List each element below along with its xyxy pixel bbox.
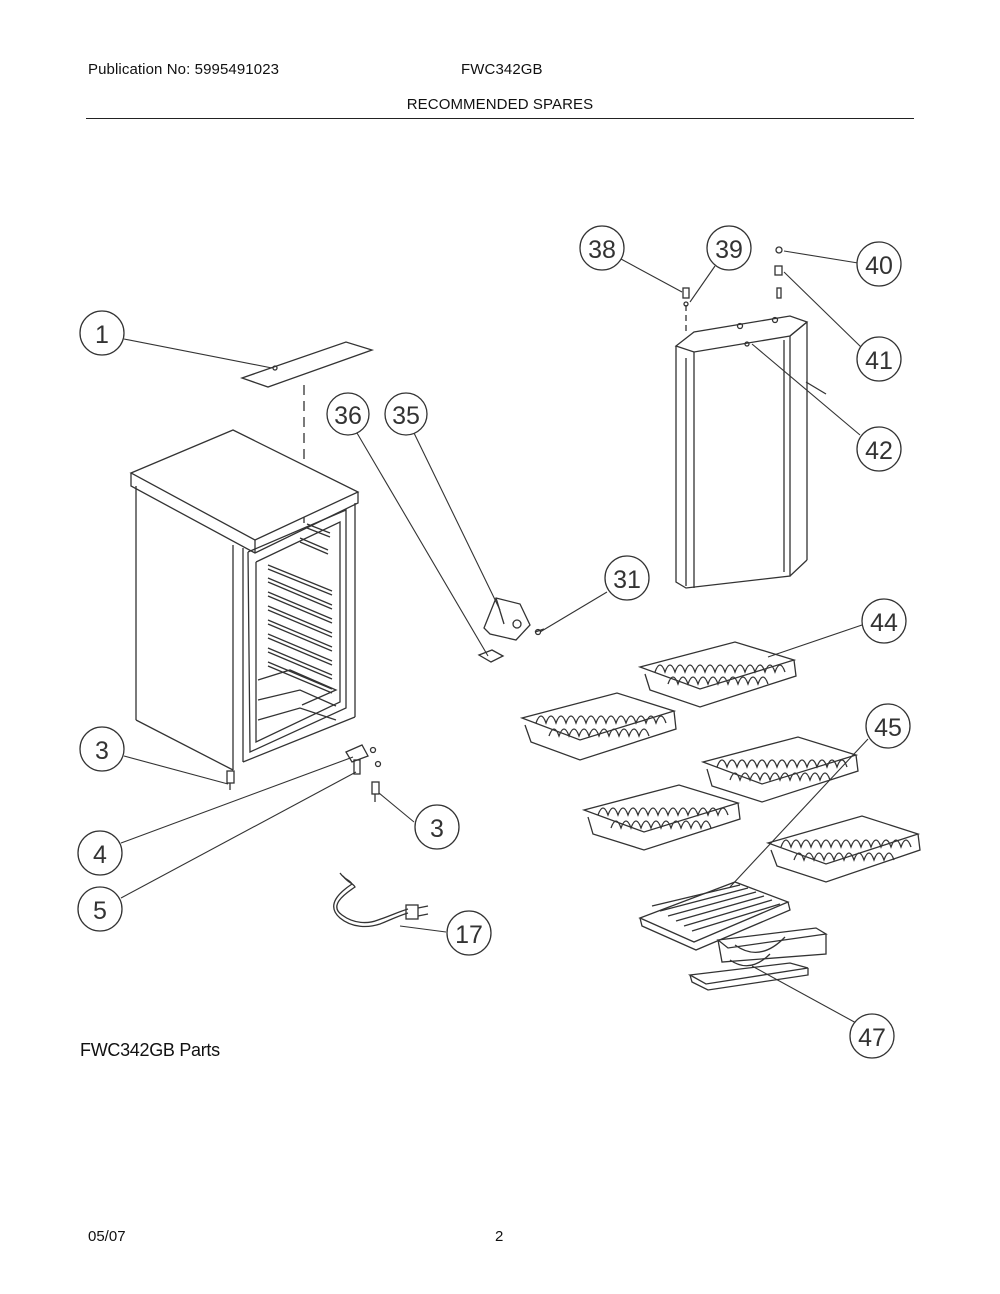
callout-42: 42 (856, 426, 902, 472)
section-title: RECOMMENDED SPARES (406, 96, 594, 113)
callout-17: 17 (446, 910, 492, 956)
svg-text:39: 39 (715, 236, 743, 264)
svg-text:47: 47 (858, 1024, 886, 1052)
svg-text:3: 3 (95, 737, 109, 765)
svg-text:4: 4 (93, 841, 107, 869)
callout-38: 38 (579, 225, 625, 271)
leader-lines (120, 250, 869, 1025)
top-trim-strip (240, 341, 375, 388)
wine-rack-3 (700, 736, 859, 803)
callout-4: 4 (77, 830, 123, 876)
callout-39: 39 (706, 225, 752, 271)
callout-40: 40 (856, 241, 902, 287)
callout-5: 5 (77, 886, 123, 932)
callout-45: 45 (865, 703, 911, 749)
svg-text:38: 38 (588, 236, 616, 264)
svg-text:40: 40 (865, 252, 893, 280)
control-bracket (477, 649, 505, 663)
svg-text:3: 3 (430, 815, 444, 843)
diagram-caption: FWC342GB Parts (80, 1040, 220, 1060)
model-number: FWC342GB (461, 61, 543, 78)
svg-text:44: 44 (870, 609, 898, 637)
bottom-bin (687, 927, 828, 991)
svg-text:35: 35 (392, 402, 420, 430)
control-box (483, 597, 531, 641)
wine-rack-1 (637, 641, 797, 708)
callout-1: 1 (79, 310, 125, 356)
power-cord (333, 872, 429, 928)
svg-text:36: 36 (334, 402, 362, 430)
callout-36: 36 (326, 392, 370, 436)
callout-3-right: 3 (414, 804, 460, 850)
flat-shelf (638, 881, 791, 951)
hinge-bracket (345, 744, 382, 775)
wine-rack-5 (765, 815, 921, 883)
wine-rack-2 (519, 692, 677, 761)
svg-text:42: 42 (865, 437, 893, 465)
publication-number: Publication No: 5995491023 (88, 61, 280, 78)
svg-text:1: 1 (95, 321, 109, 349)
wine-rack-4 (581, 784, 741, 851)
callout-3-left: 3 (79, 726, 125, 772)
door-pin-hardware (682, 246, 827, 395)
callout-47: 47 (849, 1013, 895, 1059)
door (674, 315, 809, 589)
svg-text:41: 41 (865, 347, 893, 375)
svg-text:31: 31 (613, 566, 641, 594)
svg-text:17: 17 (455, 921, 483, 949)
svg-text:5: 5 (93, 897, 107, 925)
svg-text:45: 45 (874, 714, 902, 742)
header-rule (86, 118, 914, 119)
callout-31: 31 (604, 555, 650, 601)
callout-41: 41 (856, 336, 902, 382)
callout-35: 35 (384, 392, 428, 436)
leg-right (371, 781, 380, 802)
page-number: 2 (495, 1228, 504, 1245)
cabinet (129, 429, 360, 771)
leg-left (226, 770, 235, 790)
callout-44: 44 (861, 598, 907, 644)
footer-date: 05/07 (88, 1228, 126, 1245)
